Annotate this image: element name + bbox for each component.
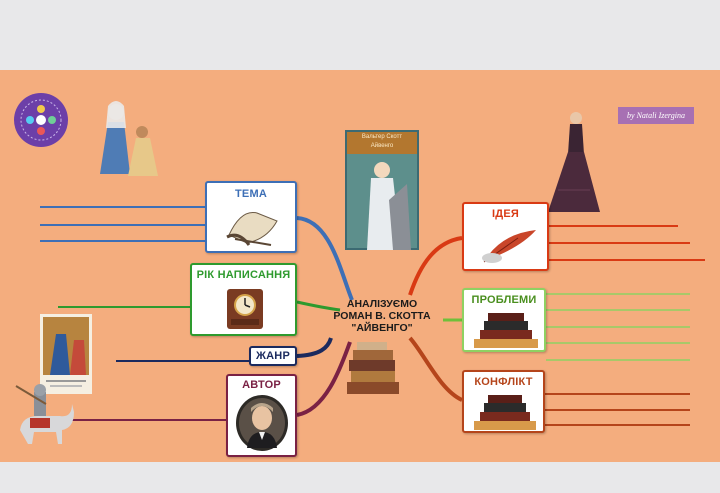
knight-on-horse-icon [12,382,76,446]
node-tema[interactable]: ТЕМА [205,181,297,253]
top-margin [0,0,720,70]
quill-icon [478,224,538,271]
central-topic[interactable]: АНАЛІЗУЄМО РОМАН В. СКОТТА "АЙВЕНГО" [322,298,442,334]
books-stack-icon [472,309,540,354]
node-rik-label: РІК НАПИСАННЯ [196,269,291,281]
node-problemy-label: ПРОБЛЕМИ [471,294,537,306]
node-zhanr[interactable]: ЖАНР [249,346,297,366]
book-cover-image: Вальтер Скотт Айвенго [345,130,419,250]
node-rik-napysannya[interactable]: РІК НАПИСАННЯ [190,263,297,336]
mind-map-canvas: Вальтер Скотт Айвенго [0,70,720,462]
medieval-lady-icon [80,94,160,176]
connector-lines [40,206,705,426]
book-illustration-image [40,314,92,394]
bottom-margin [0,462,720,493]
clock-icon [225,285,265,336]
author-credit-badge: by Natali Izergina [618,107,694,124]
books-icon [343,342,403,400]
books-stack-icon [472,391,538,436]
node-konflikt[interactable]: КОНФЛІКТ [462,370,545,433]
node-konflikt-label: КОНФЛІКТ [474,376,533,388]
node-avtor-label: АВТОР [242,379,281,391]
book-cover-title: Вальтер Скотт [361,134,403,140]
central-topic-line-1: АНАЛІЗУЄМО [346,298,418,310]
author-portrait-icon [235,394,289,457]
node-problemy[interactable]: ПРОБЛЕМИ [462,288,546,352]
node-avtor[interactable]: АВТОР [226,374,297,457]
book-cover-subtitle: Айвенго [370,143,394,149]
logo-icon [13,92,69,148]
node-tema-label: ТЕМА [235,188,267,200]
victorian-woman-icon [546,110,602,214]
node-ideya-label: ІДЕЯ [492,208,519,220]
node-zhanr-label: ЖАНР [256,350,290,362]
node-ideya[interactable]: ІДЕЯ [462,202,549,271]
central-topic-line-2: РОМАН В. СКОТТА [333,310,431,322]
central-topic-line-3: "АЙВЕНГО" [351,322,413,334]
scroll-icon [223,205,283,254]
